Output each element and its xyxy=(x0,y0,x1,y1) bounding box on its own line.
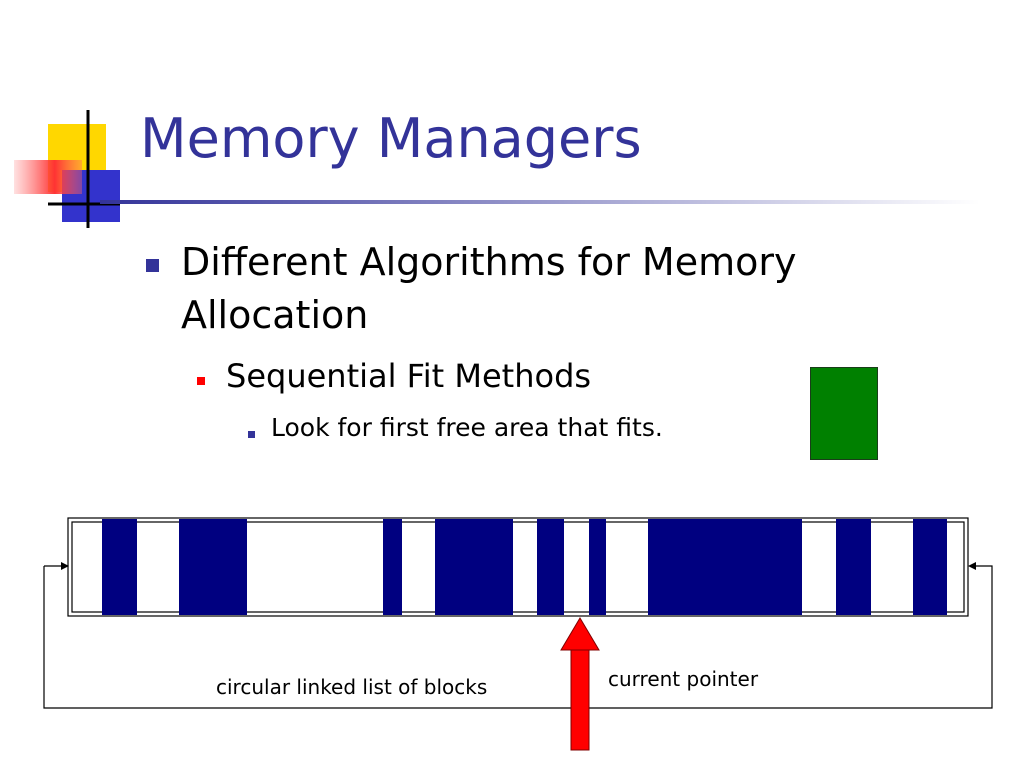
bullet-marker-level1 xyxy=(146,259,159,272)
requested-block xyxy=(810,367,878,460)
used-block xyxy=(435,519,513,615)
title-underline xyxy=(100,200,980,204)
title-ornament xyxy=(14,110,120,228)
used-block xyxy=(648,519,802,615)
circular-list-label: circular linked list of blocks xyxy=(216,675,488,699)
bullet-marker-level2 xyxy=(197,377,205,385)
used-block xyxy=(102,519,137,615)
memory-strip xyxy=(67,517,969,617)
current-pointer-arrow xyxy=(560,617,600,751)
bullet-level3: Look for first free area that fits. xyxy=(271,413,663,442)
bullet-level2: Sequential Fit Methods xyxy=(226,357,592,395)
bullet-level1-line1: Different Algorithms for Memory xyxy=(181,240,797,284)
used-block xyxy=(913,519,947,615)
circular-link-arrow xyxy=(43,565,993,709)
used-block xyxy=(179,519,247,615)
bullet-level1: Different Algorithms for Memory Allocati… xyxy=(181,236,796,342)
bullet-level1-line2: Allocation xyxy=(181,293,369,337)
slide-title: Memory Managers xyxy=(140,107,642,170)
current-pointer-label: current pointer xyxy=(608,667,759,691)
used-block xyxy=(537,519,564,615)
bullet-marker-level3 xyxy=(248,431,255,438)
used-block xyxy=(836,519,871,615)
right-arrowhead xyxy=(968,562,976,570)
used-block xyxy=(589,519,606,615)
used-block xyxy=(383,519,402,615)
left-arrowhead xyxy=(61,562,69,570)
